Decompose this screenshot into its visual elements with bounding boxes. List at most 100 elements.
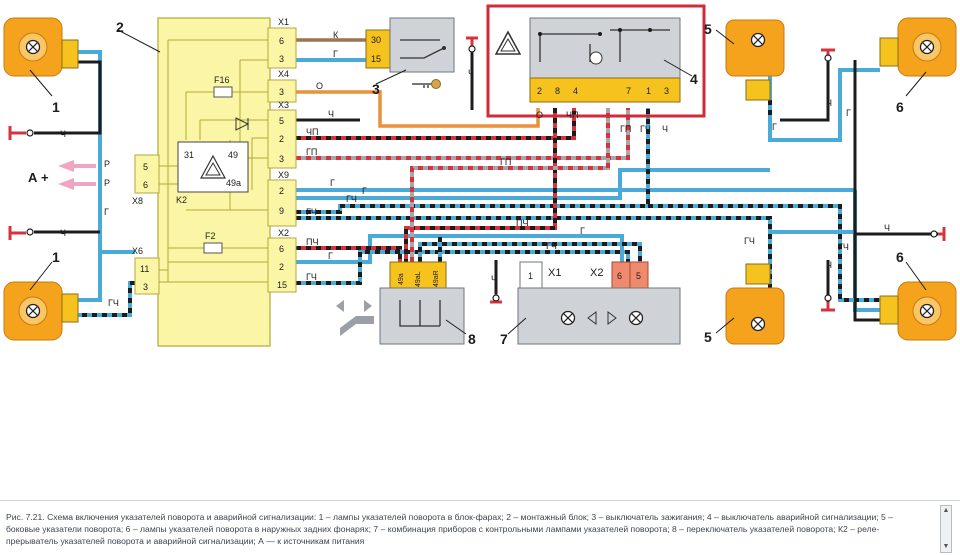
wire-g-x9-right-2	[296, 168, 770, 200]
callout-2: 2	[116, 19, 124, 35]
hazard-pin-3: 3	[664, 86, 669, 96]
x9-pin-2: 2	[279, 186, 284, 196]
callout-7: 7	[500, 331, 508, 347]
cluster-pin-5: 5	[636, 271, 641, 281]
relay-31: 31	[184, 150, 194, 160]
callout-1-bottom: 1	[52, 249, 60, 265]
wire-label: ГП	[500, 157, 511, 167]
hazard-triangle-icon	[199, 154, 227, 179]
relay-49: 49	[228, 150, 238, 160]
wire-g-right-rear	[853, 190, 880, 312]
figure-caption: Рис. 7.21. Схема включения указателей по…	[6, 512, 894, 546]
wire-ch-right-6	[853, 60, 880, 322]
wire-label: Ч	[60, 228, 66, 238]
ignition-pin-30: 30	[371, 35, 381, 45]
wire-label: Ч	[60, 129, 66, 139]
f16-label: F16	[214, 75, 230, 85]
wire-label: Ч	[468, 68, 474, 78]
front-lamp-bottom	[3, 281, 79, 341]
x4-label: X4	[278, 69, 289, 79]
x1-label: X1	[278, 17, 289, 27]
x8-pin-5: 5	[143, 162, 148, 172]
hazard-switch	[486, 4, 706, 118]
scroll-up-icon[interactable]: ▲	[942, 507, 950, 514]
x6-pin-3: 3	[143, 282, 148, 292]
wire-label: ГП	[306, 147, 317, 157]
x1-pin-6: 6	[279, 36, 284, 46]
wire-o	[296, 90, 540, 128]
rear-lamp-bottom	[879, 281, 957, 341]
wire-label: О	[536, 110, 543, 120]
wire-label: ГЧ	[346, 194, 357, 204]
side-repeater-bottom	[725, 263, 785, 345]
power-wire-r1: Р	[104, 159, 110, 169]
wire-label: ЧП	[306, 127, 318, 137]
x8-pin-6: 6	[143, 180, 148, 190]
wire-label: Г	[104, 207, 109, 217]
instrument-cluster	[517, 261, 681, 345]
x6-pin-11: 11	[140, 264, 149, 274]
wire-label: Ч	[328, 109, 334, 119]
wire-label: ГЧ	[546, 241, 557, 251]
front-lamp-top	[3, 17, 79, 77]
stalk-pin-49ar: 49aR	[433, 270, 440, 287]
ignition-switch	[365, 17, 455, 89]
wire-label: ПЧ	[306, 237, 318, 247]
callout-6-bottom: 6	[896, 249, 904, 265]
cluster-pin-6: 6	[617, 271, 622, 281]
wire-label: Г	[772, 122, 777, 132]
wire-label: ПЧ	[516, 218, 528, 228]
wire-label: Г	[846, 108, 851, 118]
turn-stalk-switch	[336, 261, 465, 345]
callout-3: 3	[372, 81, 380, 97]
callout-5-top: 5	[704, 21, 712, 37]
x2-pin-15: 15	[277, 280, 287, 290]
left-right-arrows-icon	[336, 300, 372, 312]
scroll-down-icon[interactable]: ▼	[942, 543, 950, 550]
hazard-pin-2: 2	[537, 86, 542, 96]
x3-label: X3	[278, 100, 289, 110]
wire-label: Ч	[884, 223, 890, 233]
wire-label: ЧП	[566, 110, 578, 120]
stalk-pin-49a: 49a	[398, 273, 405, 285]
power-wire-r2: Р	[104, 178, 110, 188]
wire-ch-right-top	[780, 50, 830, 122]
callout-1-top: 1	[52, 99, 60, 115]
f2-label: F2	[205, 231, 216, 241]
k2-label: K2	[176, 195, 187, 205]
wire-label: Г	[580, 226, 585, 236]
x1-pin-3: 3	[279, 54, 284, 64]
wire-label: Ч	[826, 260, 832, 270]
stalk-pin-49al: 49aL	[415, 271, 422, 287]
side-repeater-top	[725, 19, 785, 101]
x2-pin-6: 6	[279, 244, 284, 254]
hazard-pin-8: 8	[555, 86, 560, 96]
cluster-pin-1: 1	[528, 271, 533, 281]
power-label: А +	[28, 170, 49, 185]
x8-label: X8	[132, 196, 143, 206]
x9-label: X9	[278, 170, 289, 180]
caption-scrollbar[interactable]: ▲ ▼	[940, 505, 952, 553]
wire-label: ГЧ	[838, 242, 849, 252]
turn-signal-wiring-diagram: 6 3 3 5 2 3 2 9 6 2 15 5 6 11 3 X1 X4 X3…	[3, 4, 957, 347]
wire-label: ГЧ	[306, 207, 317, 217]
wire-label: Ч	[662, 124, 668, 134]
wire-g-left-lamp-1	[75, 50, 135, 254]
wire-g-top-right	[768, 60, 880, 142]
mounting-block	[134, 17, 297, 347]
x4-pin-3: 3	[279, 87, 284, 97]
wire-ch-left-top	[34, 60, 102, 135]
callout-4: 4	[690, 71, 698, 87]
wire-label: ГЧ	[640, 124, 651, 134]
wire-label: Г	[328, 251, 333, 261]
wiring	[34, 38, 938, 322]
callout-5-bottom: 5	[704, 329, 712, 345]
cluster-x1-label: X1	[548, 267, 561, 279]
x3-pin-5: 5	[279, 116, 284, 126]
caption-panel: Рис. 7.21. Схема включения указателей по…	[0, 500, 960, 555]
cluster-x2-label: X2	[590, 267, 603, 279]
relay-49a: 49a	[226, 178, 241, 188]
wire-label: Ч	[491, 274, 497, 284]
stalk-lever-icon	[340, 316, 374, 336]
wire-label: ГЧ	[108, 298, 119, 308]
